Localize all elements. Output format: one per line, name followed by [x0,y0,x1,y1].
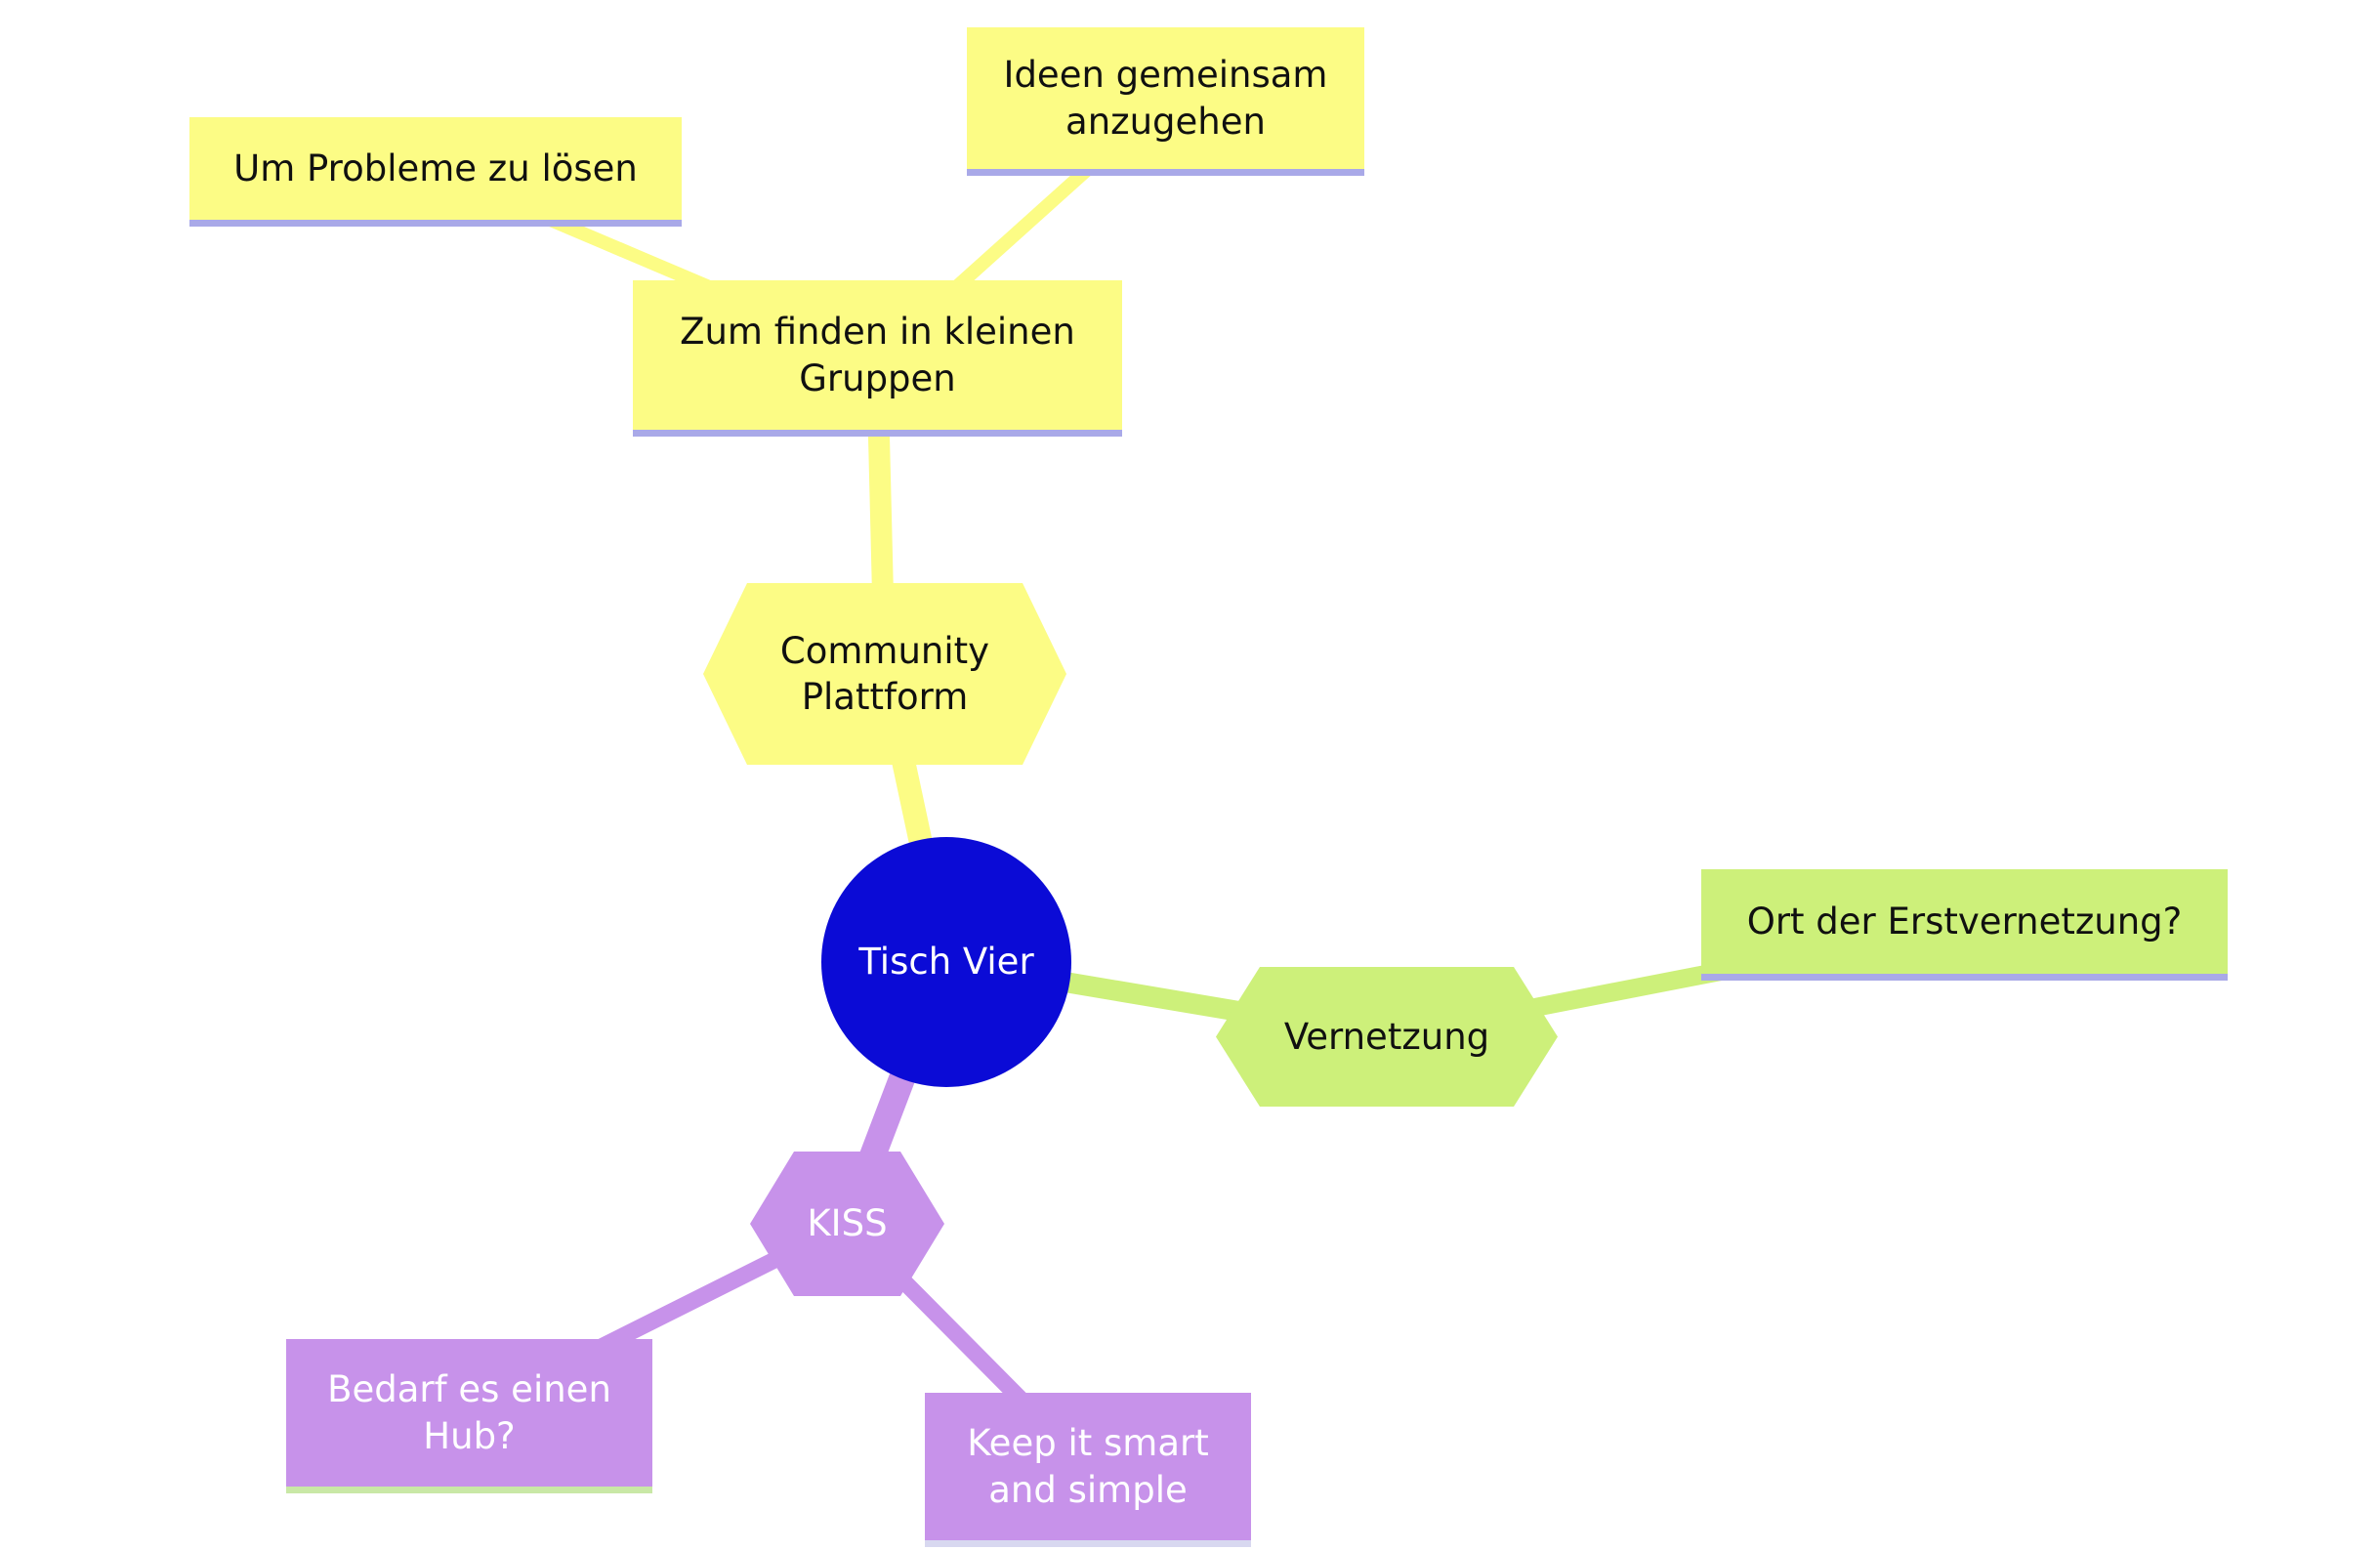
node-label: Zum finden in kleinen Gruppen [680,311,1075,399]
node-label: Vernetzung [1283,1015,1490,1058]
node-tisch-vier-center[interactable]: Tisch Vier [821,837,1071,1087]
node-label: Ideen gemeinsam anzugehen [1003,54,1328,143]
node-label: Bedarf es einen Hub? [327,1368,611,1457]
node-community-plattform[interactable]: Community Plattform [703,583,1066,765]
node-label: Ort der Erstvernetzung? [1746,900,2183,943]
node-kiss[interactable]: KISS [750,1152,944,1296]
node-label: KISS [807,1202,888,1245]
node-vernetzung[interactable]: Vernetzung [1216,967,1558,1107]
node-label: Community Plattform [779,629,990,718]
node-label: Keep it smart and simple [967,1422,1209,1511]
node-keep-it-smart[interactable]: Keep it smart and simple [925,1393,1251,1547]
node-ort-erstvernetzung[interactable]: Ort der Erstvernetzung? [1701,869,2228,981]
node-label: Um Probleme zu lösen [233,147,638,189]
node-ideen-gemeinsam[interactable]: Ideen gemeinsam anzugehen [967,27,1364,176]
node-label: Tisch Vier [858,941,1034,984]
node-um-probleme[interactable]: Um Probleme zu lösen [189,117,682,227]
node-bedarf-hub[interactable]: Bedarf es einen Hub? [286,1339,652,1493]
node-zum-finden[interactable]: Zum finden in kleinen Gruppen [633,280,1122,437]
